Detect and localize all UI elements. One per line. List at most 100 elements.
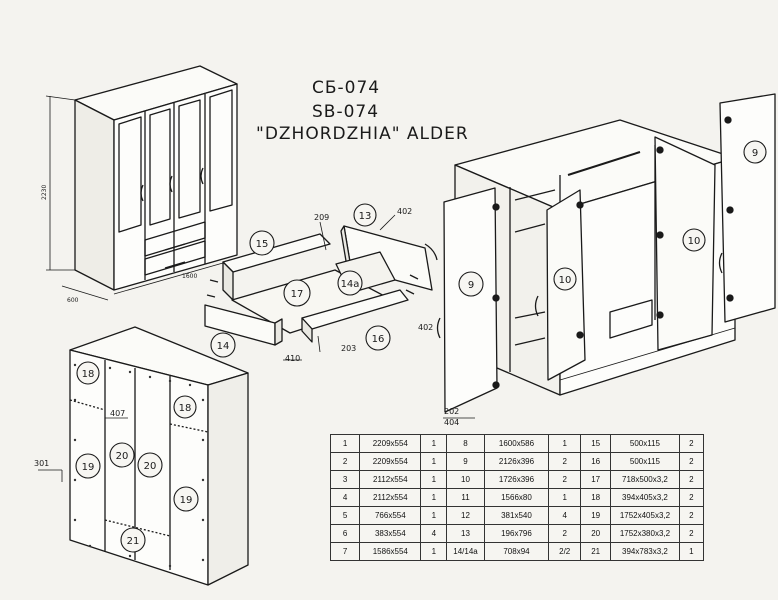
table-cell: 1600x586 bbox=[483, 434, 550, 453]
callout-19-left: 19 bbox=[82, 462, 95, 473]
table-cell: 1 bbox=[420, 434, 448, 453]
table-cell: 1 bbox=[420, 488, 448, 507]
table-cell: 1 bbox=[420, 506, 448, 525]
fastener-202: 202 bbox=[444, 407, 459, 416]
callout-circles bbox=[75, 140, 767, 553]
table-cell: 2112x554 bbox=[359, 470, 422, 489]
table-cell: 2209x554 bbox=[359, 434, 422, 453]
callout-15: 15 bbox=[256, 239, 269, 250]
callout-10-left: 10 bbox=[559, 275, 572, 286]
table-cell: 1586x554 bbox=[359, 542, 422, 561]
table-cell: 4 bbox=[548, 506, 582, 525]
table-cell: 2 bbox=[678, 470, 705, 489]
table-cell: 381x540 bbox=[483, 506, 550, 525]
callout-10-right: 10 bbox=[688, 236, 701, 247]
dimension-depth: 600 bbox=[67, 297, 79, 304]
model-code-cyrillic: СБ-074 bbox=[312, 78, 381, 98]
table-cell: 2 bbox=[329, 452, 361, 471]
table-cell: 2112x554 bbox=[359, 488, 422, 507]
table-cell: 2/2 bbox=[548, 542, 582, 561]
fastener-402-side: 402 bbox=[418, 323, 433, 332]
table-cell: 1566x80 bbox=[483, 488, 550, 507]
table-cell: 1 bbox=[548, 488, 582, 507]
assembled-wardrobe-view bbox=[45, 65, 238, 301]
callout-14: 14 bbox=[217, 341, 230, 352]
callout-19-right: 19 bbox=[180, 495, 193, 506]
callout-20-left: 20 bbox=[116, 451, 129, 462]
table-cell: 500x115 bbox=[610, 434, 680, 453]
callout-18-right: 18 bbox=[179, 403, 192, 414]
callout-14a: 14a bbox=[341, 279, 360, 290]
table-cell: 20 bbox=[580, 524, 612, 543]
fastener-203: 203 bbox=[341, 344, 356, 353]
table-cell: 196x796 bbox=[483, 524, 550, 543]
table-cell: 13 bbox=[446, 524, 485, 543]
callout-17: 17 bbox=[291, 289, 304, 300]
table-cell: 394x783x3,2 bbox=[610, 542, 680, 561]
table-cell: 2 bbox=[548, 524, 582, 543]
dimension-height: 2230 bbox=[41, 185, 48, 200]
table-cell: 12 bbox=[446, 506, 485, 525]
table-cell: 383x554 bbox=[359, 524, 422, 543]
table-cell: 2 bbox=[548, 470, 582, 489]
fastener-410: 410 bbox=[285, 354, 300, 363]
table-cell: 17 bbox=[580, 470, 612, 489]
table-cell: 7 bbox=[329, 542, 361, 561]
exploded-drawer-view bbox=[204, 214, 438, 361]
table-cell: 3 bbox=[329, 470, 361, 489]
table-cell: 15 bbox=[580, 434, 612, 453]
callout-9-left: 9 bbox=[468, 280, 474, 291]
fastener-402-top: 402 bbox=[397, 207, 412, 216]
table-cell: 1752x405x3,2 bbox=[610, 506, 680, 525]
table-cell: 2 bbox=[678, 524, 705, 543]
callout-18-left: 18 bbox=[82, 369, 95, 380]
table-cell: 14/14a bbox=[446, 542, 485, 561]
model-name: "DZHORDZHIA" ALDER bbox=[256, 124, 469, 144]
table-cell: 1752x380x3,2 bbox=[610, 524, 680, 543]
callout-20-right: 20 bbox=[144, 461, 157, 472]
table-cell: 10 bbox=[446, 470, 485, 489]
table-cell: 1 bbox=[420, 470, 448, 489]
table-cell: 9 bbox=[446, 452, 485, 471]
callout-13: 13 bbox=[359, 211, 372, 222]
table-cell: 2 bbox=[678, 434, 705, 453]
table-cell: 16 bbox=[580, 452, 612, 471]
table-cell: 2209x554 bbox=[359, 452, 422, 471]
table-cell: 11 bbox=[446, 488, 485, 507]
model-code-latin: SB-074 bbox=[312, 102, 380, 122]
table-cell: 18 bbox=[580, 488, 612, 507]
dimension-width: 1600 bbox=[182, 273, 197, 280]
table-cell: 2126x396 bbox=[483, 452, 550, 471]
table-cell: 6 bbox=[329, 524, 361, 543]
table-cell: 1 bbox=[329, 434, 361, 453]
table-cell: 2 bbox=[678, 506, 705, 525]
callout-21: 21 bbox=[127, 536, 140, 547]
table-cell: 1 bbox=[548, 434, 582, 453]
table-cell: 2 bbox=[548, 452, 582, 471]
table-cell: 19 bbox=[580, 506, 612, 525]
fastener-209: 209 bbox=[314, 213, 329, 222]
open-wardrobe-view bbox=[436, 93, 776, 419]
table-cell: 4 bbox=[420, 524, 448, 543]
table-cell: 1 bbox=[678, 542, 705, 561]
fastener-404: 404 bbox=[444, 418, 459, 427]
fastener-301: 301 bbox=[34, 459, 49, 468]
table-cell: 5 bbox=[329, 506, 361, 525]
table-cell: 1726x396 bbox=[483, 470, 550, 489]
table-cell: 8 bbox=[446, 434, 485, 453]
table-cell: 394x405x3,2 bbox=[610, 488, 680, 507]
table-cell: 1 bbox=[420, 542, 448, 561]
table-cell: 766x554 bbox=[359, 506, 422, 525]
table-cell: 4 bbox=[329, 488, 361, 507]
table-cell: 2 bbox=[678, 488, 705, 507]
fastener-407: 407 bbox=[110, 409, 125, 418]
table-cell: 2 bbox=[678, 452, 705, 471]
